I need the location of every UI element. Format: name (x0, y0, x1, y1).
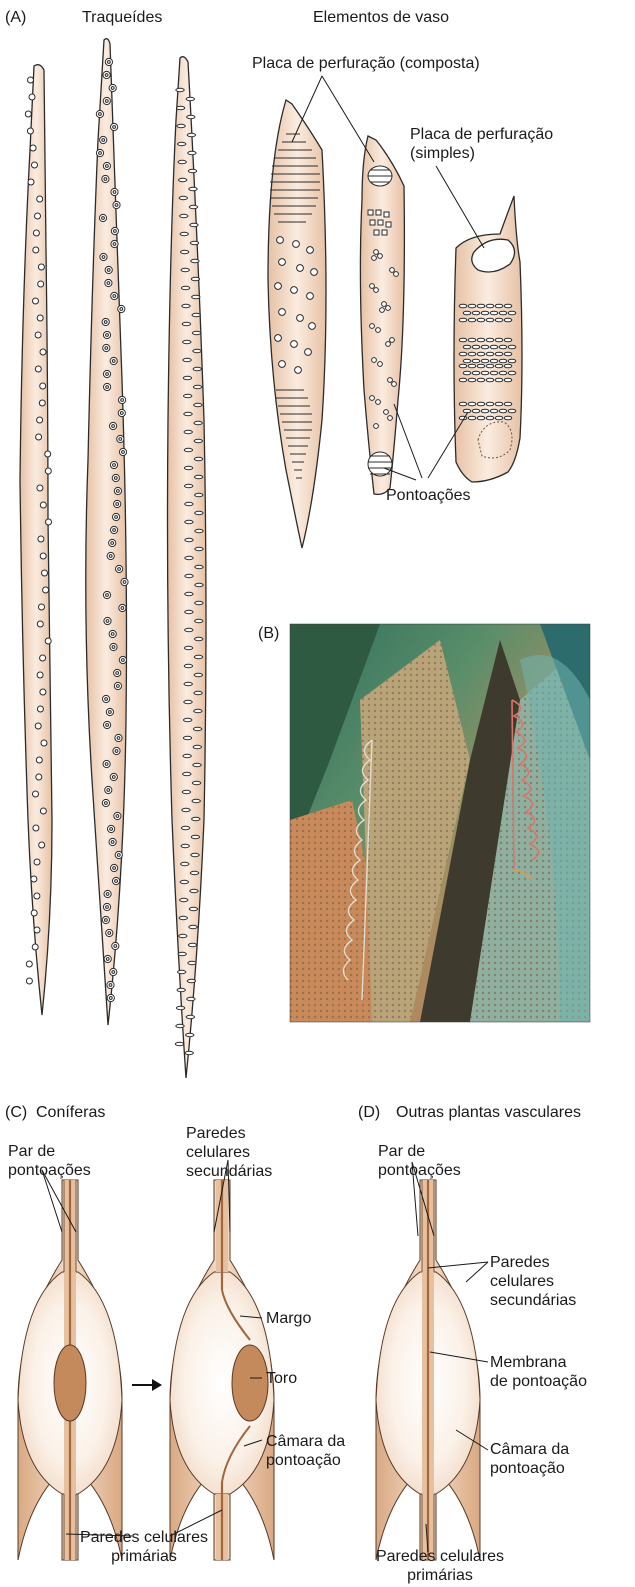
panel-c-pit-chamber-label: Câmara da pontoação (266, 1432, 345, 1470)
panel-c-title: Coníferas (36, 1103, 105, 1122)
vessel-element-2 (360, 136, 404, 494)
torus-centered (54, 1345, 86, 1421)
pits-label: Pontoações (386, 486, 471, 505)
panel-d-title: Outras plantas vasculares (396, 1103, 581, 1122)
pit-membrane-label: Membrana de pontoação (490, 1353, 587, 1391)
perforation-plate-simple-label: Placa de perfuração (simples) (410, 125, 553, 163)
panel-d-pit-pair-label: Par de pontoações (378, 1142, 461, 1180)
vessel-element-1 (268, 100, 326, 548)
panel-d-pit-chamber-label: Câmara da pontoação (490, 1440, 569, 1478)
panels-c-d-leader-lines (42, 1160, 488, 1552)
vessel-elements-title: Elementos de vaso (313, 8, 449, 27)
panel-d-primary-walls-label: Paredes celulares primárias (350, 1547, 530, 1585)
panel-c-pit-pair-label: Par de pontoações (8, 1142, 91, 1180)
transition-arrow (132, 1379, 162, 1391)
tracheid-1 (20, 65, 52, 1015)
panel-c-primary-walls-label: Paredes celulares primárias (54, 1528, 234, 1566)
angiosperm-pit (376, 1180, 480, 1560)
panel-a-drawing (0, 0, 635, 1090)
panel-a-letter: (A) (5, 8, 26, 27)
torus-label: Toro (266, 1369, 297, 1388)
conifer-pit-open (18, 1180, 122, 1560)
panel-d-letter: (D) (358, 1103, 380, 1122)
tracheids-title: Traqueídes (82, 8, 162, 27)
torus-aspirated (232, 1345, 268, 1421)
panel-c-secondary-walls-label: Paredes celulares secundárias (186, 1124, 272, 1181)
panel-d-secondary-walls-label: Paredes celulares secundárias (490, 1253, 576, 1310)
margo-label: Margo (266, 1309, 311, 1328)
perforation-plate-compound-label: Placa de perfuração (composta) (252, 54, 480, 73)
conifer-pit-aspirated (170, 1180, 274, 1560)
panel-c-letter: (C) (5, 1103, 27, 1122)
tracheid-2 (86, 39, 127, 1025)
panel-b-letter: (B) (258, 624, 279, 643)
